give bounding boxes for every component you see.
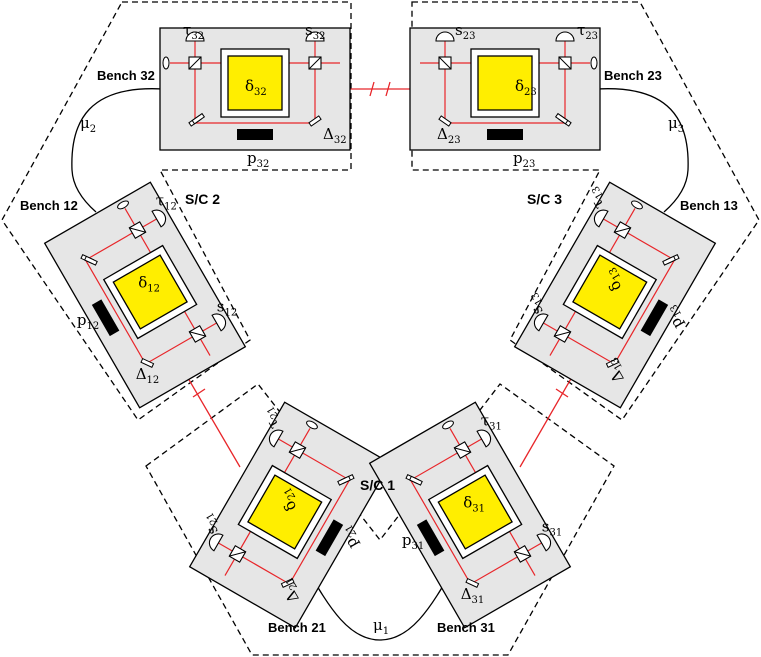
- fiber-label-mu1: μ1: [373, 616, 389, 637]
- delta-label-32: Δ32: [323, 125, 347, 146]
- fiber-labels: μ1 μ2 μ3: [80, 114, 684, 637]
- mass-label-32: δ32: [245, 77, 267, 98]
- mass-label-23: δ23: [515, 77, 537, 98]
- photodiode: [185, 31, 205, 42]
- sc1-outline: [145, 383, 615, 656]
- s-label-23: s23: [455, 21, 475, 42]
- test-mass: [437, 474, 513, 550]
- p-label-12: p12: [77, 311, 99, 332]
- tau-label-32: τ32: [183, 21, 204, 42]
- fiber-label-mu2: μ2: [80, 114, 96, 135]
- fiber-mu3: [596, 88, 689, 213]
- piezo-actuator: [640, 299, 669, 337]
- bench-label-21: Bench 21: [268, 620, 326, 635]
- p-label-31: p31: [402, 531, 424, 552]
- test-mass: [477, 55, 533, 111]
- photodiode: [593, 209, 609, 228]
- fiber-mu2: [71, 88, 164, 213]
- photodiode: [151, 209, 167, 228]
- bench-label-32: Bench 32: [97, 68, 155, 83]
- tau-label-31: τ31: [481, 412, 502, 433]
- bench-label-23: Bench 23: [604, 68, 662, 83]
- piezo-actuator: [91, 299, 120, 337]
- photodiode: [305, 31, 325, 42]
- photodiode: [555, 31, 575, 42]
- photodiode: [208, 533, 224, 552]
- s-label-12: s12: [217, 297, 237, 318]
- mass-label-12: δ12: [138, 273, 160, 294]
- piezo-actuator: [315, 519, 344, 557]
- spacecraft-labels: S/C 1 S/C 2 S/C 3: [185, 191, 562, 493]
- bench-label-12: Bench 12: [20, 198, 78, 213]
- piezo-actuator: [416, 519, 445, 557]
- fiber-label-mu3: μ3: [668, 114, 684, 135]
- sc1-label: S/C 1: [360, 477, 395, 493]
- photodiode: [536, 533, 552, 552]
- photodiode: [533, 313, 549, 332]
- piezo-actuator: [487, 129, 523, 140]
- sc3-outline: [411, 1, 760, 421]
- test-mass: [112, 254, 188, 330]
- bench-label-31: Bench 31: [437, 620, 495, 635]
- p-label-32: p32: [247, 149, 269, 170]
- mass-label-31: δ31: [463, 493, 485, 514]
- bench-label-13: Bench 13: [680, 198, 738, 213]
- photodiode: [435, 31, 455, 42]
- test-mass: [247, 474, 323, 550]
- s-label-31: s31: [542, 517, 562, 538]
- delta-label-31: Δ31: [461, 585, 485, 606]
- delta-label-23: Δ23: [437, 125, 461, 146]
- bench-labels: Bench 32 Bench 23 Bench 12 Bench 13 Benc…: [20, 68, 738, 635]
- tau-label-12: τ12: [156, 192, 177, 213]
- photodiode: [476, 429, 492, 448]
- fiber-mu1: [304, 564, 456, 641]
- test-mass: [572, 254, 648, 330]
- sc2-label: S/C 2: [185, 191, 220, 207]
- piezo-actuator: [237, 129, 273, 140]
- delta-label-12: Δ12: [136, 365, 160, 386]
- s-label-32: s32: [305, 21, 325, 42]
- sc3-label: S/C 3: [527, 191, 562, 207]
- optical-fibers: [71, 88, 689, 641]
- photodiode: [268, 429, 284, 448]
- p-label-23: p23: [513, 149, 535, 170]
- tau-label-23: τ23: [577, 21, 598, 42]
- test-mass: [227, 55, 283, 111]
- photodiode: [211, 313, 227, 332]
- sc2-outline: [1, 1, 352, 421]
